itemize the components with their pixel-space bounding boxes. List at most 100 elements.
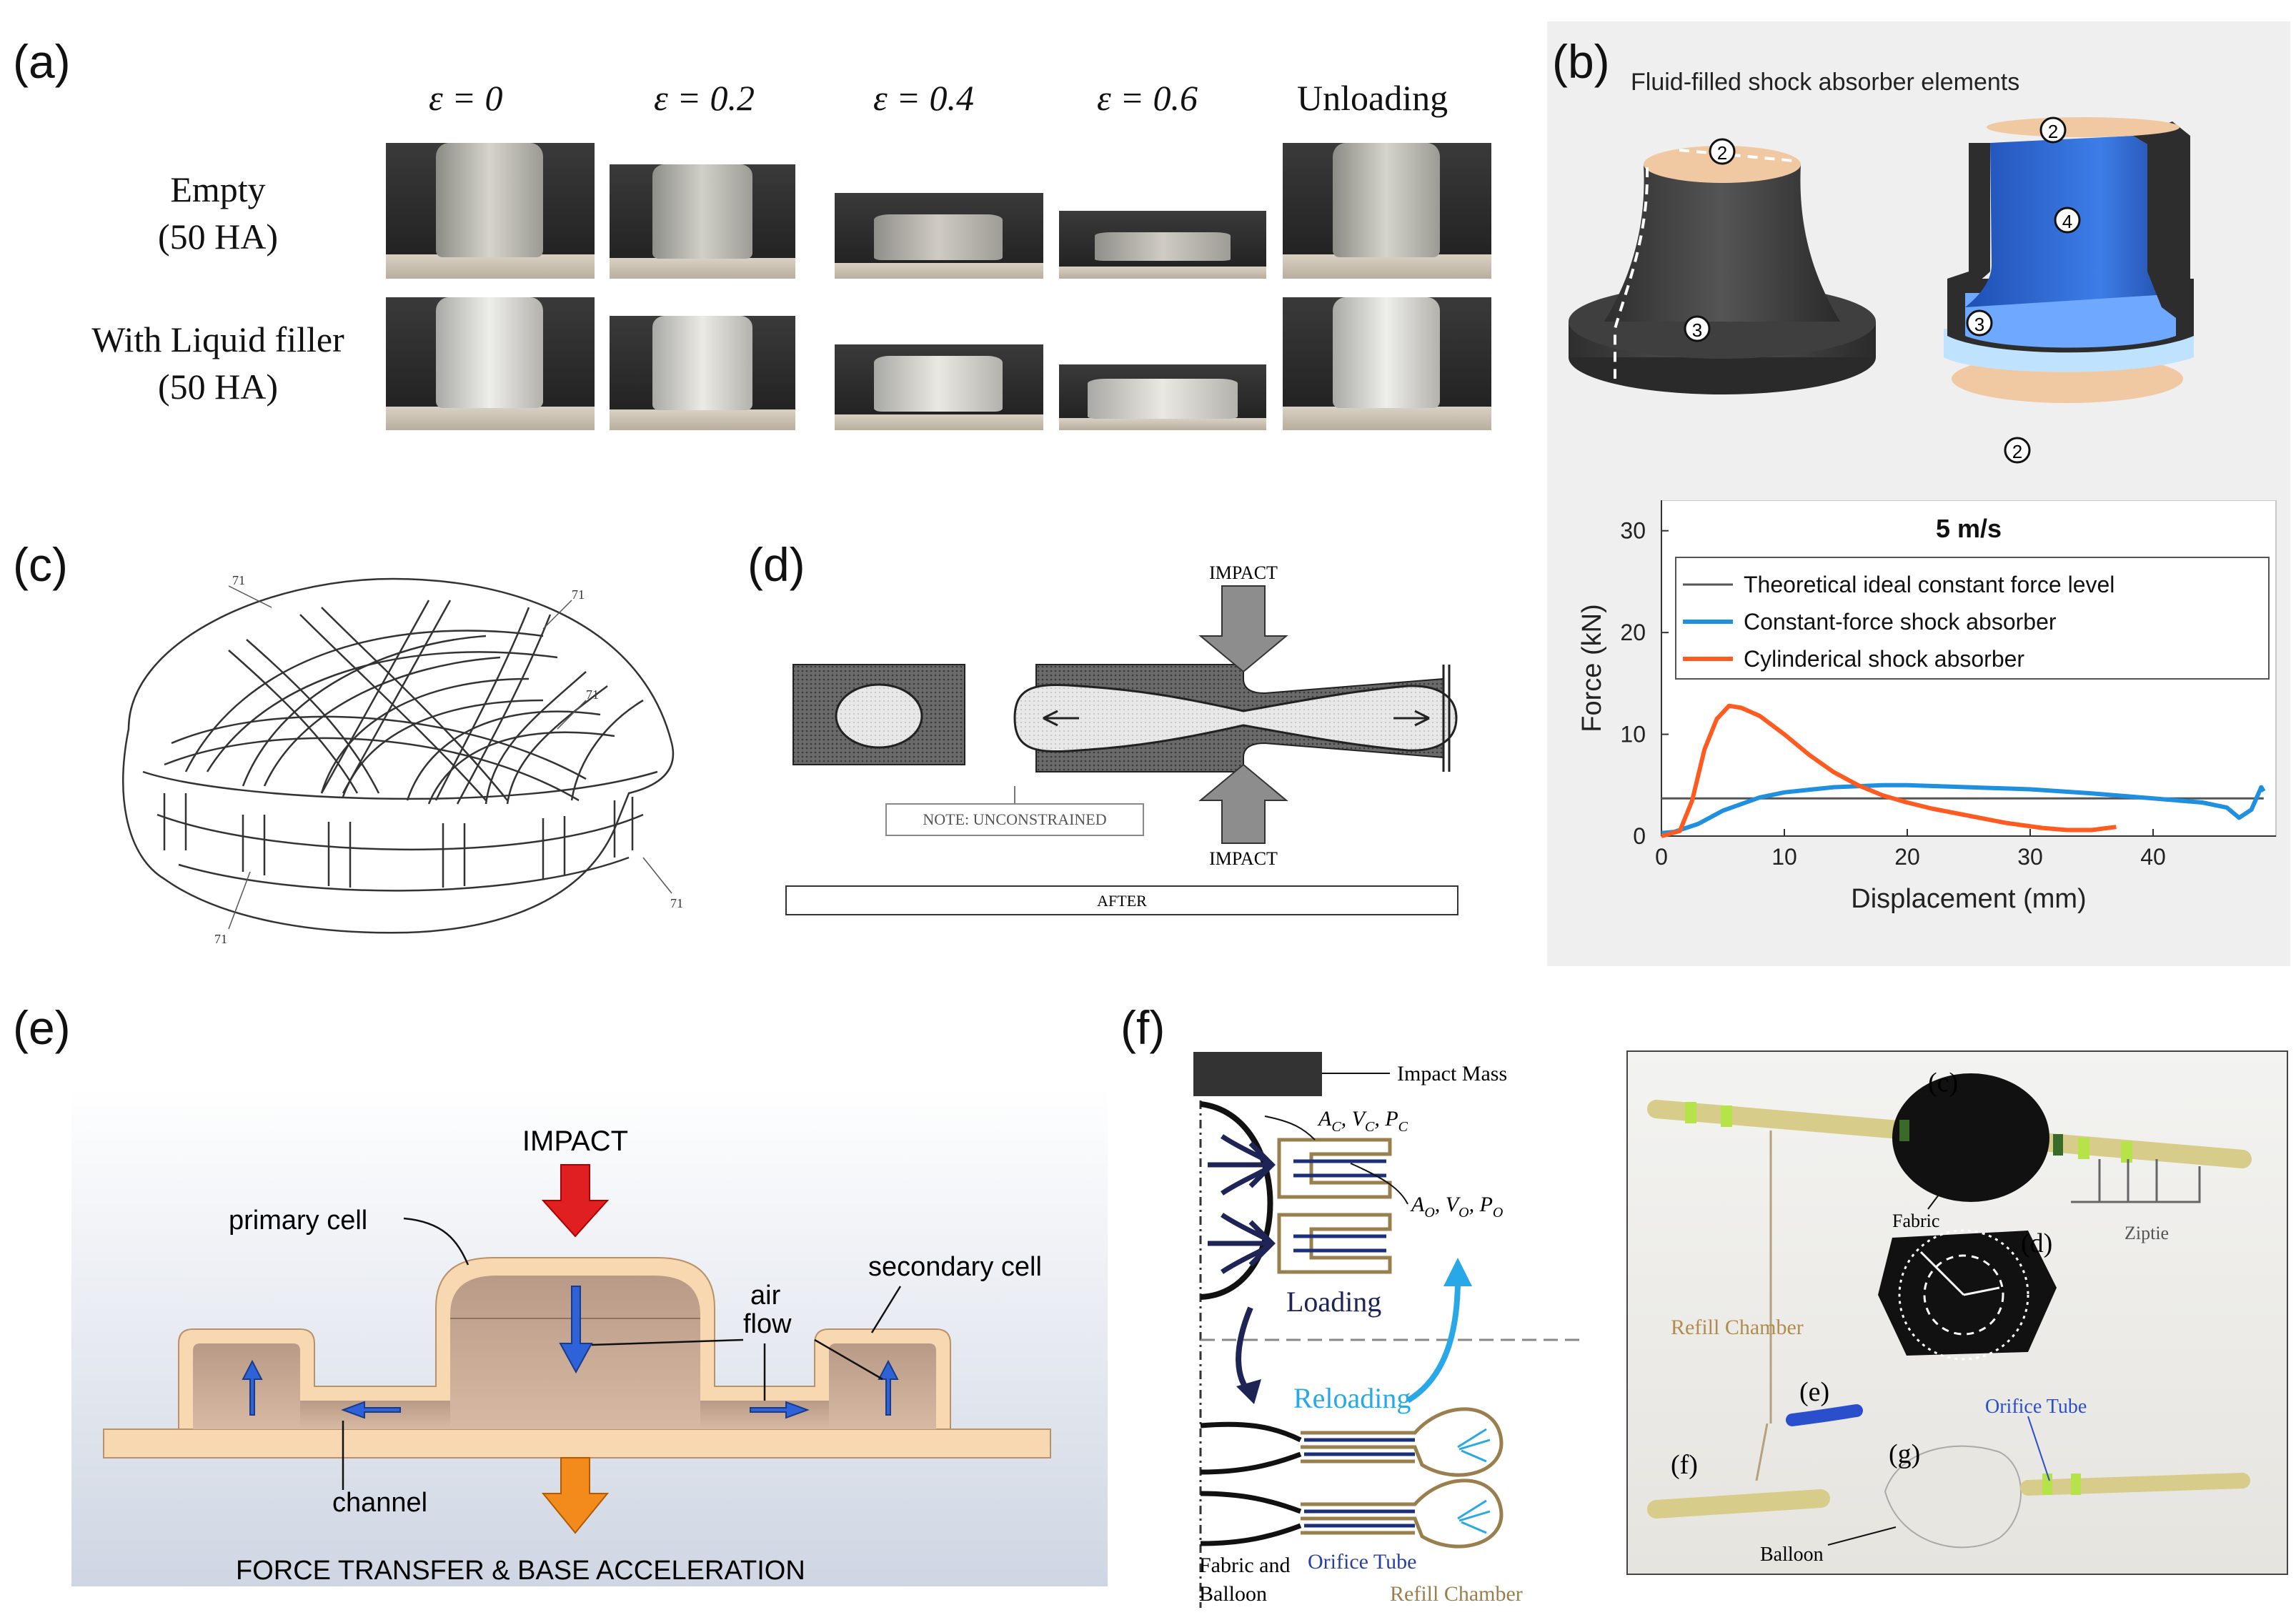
panel-f-label: (f) — [1120, 1001, 1166, 1054]
row-label-liquid-line1: With Liquid filler — [91, 319, 344, 359]
column-header-strain-04: ε = 0.4 — [873, 78, 974, 118]
y-axis-label: Force (kN) — [1577, 604, 1607, 732]
row-label-liquid: With Liquid filler (50 HA) — [57, 316, 379, 410]
orifice-parameters: AO, VO, PO — [1410, 1193, 1503, 1221]
column-header-unloading: Unloading — [1297, 78, 1448, 118]
orifice-tube-label: Orifice Tube — [1308, 1550, 1417, 1574]
column-header-strain-02: ε = 0.2 — [654, 78, 755, 118]
air-cell-cross-section: IMPACT primary cell secondary cell air f… — [71, 1086, 1108, 1586]
impact-deformation-diagram: IMPACT IMPACT NOTE: UNCONSTRAINED AFTER — [785, 562, 1458, 915]
marker-2-top-right: 2 — [2039, 116, 2067, 144]
marker-4-right: 4 — [2054, 207, 2081, 234]
panel-b-label: (b) — [1552, 35, 1610, 88]
x-tick-label: 10 — [1771, 844, 1797, 870]
helmet-patent-drawing: 71 71 71 71 71 — [122, 573, 683, 946]
marker-3-right: 3 — [1966, 309, 1993, 337]
flow-label: flow — [743, 1309, 792, 1339]
x-tick-label: 20 — [1894, 844, 1920, 870]
photo-label-g: (g) — [1889, 1439, 1920, 1469]
refill-chamber-label: Refill Chamber — [1390, 1582, 1523, 1606]
chamber-parameters: AC, VC, PC — [1317, 1107, 1408, 1135]
y-tick-label: 30 — [1620, 518, 1646, 544]
secondary-cell-label: secondary cell — [868, 1252, 1042, 1282]
photo-empty-strain-06 — [1059, 211, 1266, 279]
photo-empty-strain-02 — [610, 164, 795, 279]
series-line-3 — [1661, 703, 2117, 838]
legend-box — [1675, 557, 2270, 680]
x-tick-label: 40 — [2140, 844, 2166, 870]
panel-c-label: (c) — [13, 538, 68, 591]
force-transfer-label: FORCE TRANSFER & BASE ACCELERATION — [236, 1556, 805, 1586]
y-tick-label: 20 — [1620, 620, 1646, 645]
photo-empty-unloading — [1283, 143, 1491, 279]
row-label-empty: Empty (50 HA) — [86, 166, 350, 260]
panel-d-label: (d) — [747, 538, 805, 591]
svg-text:2: 2 — [1717, 142, 1727, 164]
svg-text:3: 3 — [1692, 319, 1702, 341]
y-tick-label: 10 — [1620, 722, 1646, 747]
photo-label-balloon: Balloon — [1760, 1544, 1824, 1566]
marker-3-left: 3 — [1684, 315, 1711, 342]
legend-entry: Constant-force shock absorber — [1744, 609, 2057, 635]
svg-text:4: 4 — [2062, 211, 2072, 232]
photo-label-ziptie: Ziptie — [2124, 1223, 2169, 1243]
panel-a-label: (a) — [13, 35, 71, 88]
photo-label-fabric: Fabric — [1892, 1211, 1939, 1231]
svg-text:2: 2 — [2012, 441, 2022, 462]
row-label-liquid-line2: (50 HA) — [157, 367, 279, 407]
x-axis-label: Displacement (mm) — [1851, 884, 2086, 914]
photo-label-c: (c) — [1928, 1068, 1958, 1098]
svg-text:3: 3 — [1974, 314, 1984, 335]
photo-liquid-strain-0 — [386, 297, 595, 430]
callout-71-a: 71 — [232, 573, 245, 587]
column-header-strain-06: ε = 0.6 — [1097, 78, 1198, 118]
fabric-balloon-line1: Fabric and — [1199, 1554, 1290, 1577]
shock-absorber-render: 2 3 2 4 3 2 — [1569, 116, 2194, 464]
x-tick-label: 0 — [1655, 844, 1668, 870]
photo-liquid-strain-06 — [1059, 364, 1266, 430]
orifice-damper-schematic: Impact Mass AC, VC, PC AO, VO, PO Loadin… — [1193, 1052, 1586, 1608]
callout-71-d: 71 — [214, 932, 227, 946]
fabric-balloon-line2: Balloon — [1199, 1582, 1267, 1606]
marker-2-bottom-right: 2 — [2004, 437, 2031, 464]
chart-title: 5 m/s — [1936, 514, 2002, 543]
callout-71-e: 71 — [670, 896, 683, 910]
photo-liquid-strain-04 — [835, 344, 1043, 430]
note-unconstrained: NOTE: UNCONSTRAINED — [923, 810, 1106, 828]
row-label-empty-line2: (50 HA) — [157, 217, 279, 257]
svg-text:2: 2 — [2048, 121, 2058, 142]
prototype-photo: (c) Fabric Ziptie (d) Refill Chamber (e)… — [1647, 1068, 2252, 1566]
impact-top-label: IMPACT — [1209, 562, 1278, 583]
photo-label-d: (d) — [2021, 1228, 2052, 1258]
x-tick-label: 30 — [2017, 844, 2043, 870]
series-line-2 — [1661, 782, 2266, 835]
legend-entry: Theoretical ideal constant force level — [1744, 572, 2114, 597]
photo-liquid-unloading — [1283, 297, 1491, 430]
photo-label-f: (f) — [1671, 1450, 1698, 1480]
y-tick-label: 0 — [1633, 823, 1646, 849]
impact-bottom-label: IMPACT — [1209, 848, 1278, 869]
legend-entry: Cylinderical shock absorber — [1744, 646, 2024, 672]
photo-label-e: (e) — [1799, 1377, 1829, 1407]
photo-liquid-strain-02 — [610, 316, 795, 430]
air-label: air — [750, 1281, 781, 1311]
photo-label-refill-chamber: Refill Chamber — [1671, 1316, 1804, 1339]
row-label-empty-line1: Empty — [170, 169, 266, 209]
callout-71-b: 71 — [572, 587, 585, 602]
panel-e-label: (e) — [13, 1001, 71, 1054]
after-label: AFTER — [1097, 892, 1147, 910]
prototype-photo-frame: (c) Fabric Ziptie (d) Refill Chamber (e)… — [1626, 1050, 2288, 1575]
callout-71-c: 71 — [586, 687, 599, 702]
photo-empty-strain-0 — [386, 143, 595, 279]
reloading-label: Reloading — [1293, 1382, 1411, 1414]
primary-cell-label: primary cell — [229, 1206, 367, 1236]
impact-mass-label: Impact Mass — [1397, 1062, 1507, 1085]
channel-label: channel — [332, 1488, 427, 1518]
photo-empty-strain-04 — [835, 193, 1043, 279]
loading-label: Loading — [1286, 1286, 1381, 1318]
marker-2-top-left: 2 — [1709, 138, 1736, 165]
panel-b-title: Fluid-filled shock absorber elements — [1631, 69, 2020, 96]
impact-label: IMPACT — [522, 1125, 628, 1157]
column-header-strain-0: ε = 0 — [429, 78, 503, 118]
